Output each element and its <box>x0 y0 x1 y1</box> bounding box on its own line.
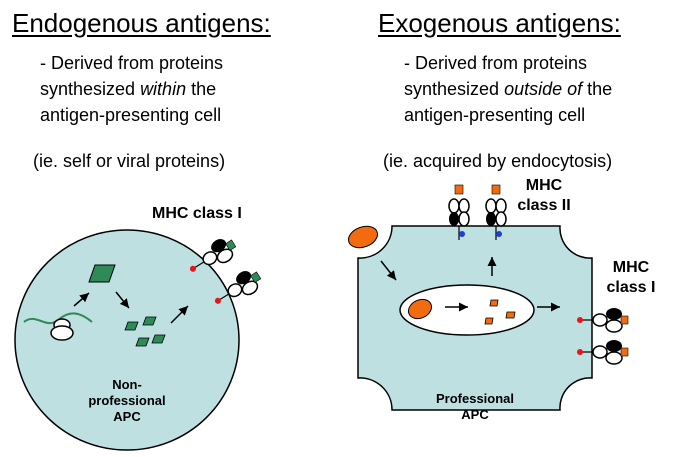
exogenous-description: - Derived from proteins synthesized outs… <box>404 50 612 128</box>
peptide-fragment <box>142 316 157 326</box>
exogenous-peptide <box>484 317 494 325</box>
professional-apc-label: Professional APC <box>435 391 515 422</box>
protein-shape <box>88 264 116 283</box>
endogenous-line-3: antigen-presenting cell <box>40 105 222 125</box>
exogenous-peptide <box>505 311 516 319</box>
exogenous-title: Exogenous antigens: <box>378 8 621 38</box>
exogenous-emphasis: outside of <box>504 79 583 99</box>
mhc-class-ii-molecule <box>448 184 470 240</box>
ribosome-large <box>50 325 74 341</box>
non-professional-apc-label: Non- professional APC <box>88 377 166 424</box>
exogenous-line-2: synthesized outside of the <box>404 79 613 99</box>
degradation-arrow <box>115 291 130 309</box>
endogenous-description: - Derived from proteins synthesized with… <box>40 50 223 128</box>
loading-arrow <box>170 305 189 324</box>
exogenous-line-3: antigen-presenting cell <box>404 105 586 125</box>
synthesis-arrow <box>73 292 90 307</box>
peptide-fragment <box>135 337 150 347</box>
peptide-fragment <box>151 334 166 344</box>
exogenous-antigen <box>347 225 379 249</box>
endocytosis-arrow <box>380 260 397 281</box>
mhc-class-i-molecule <box>189 235 237 273</box>
internalized-antigen <box>407 298 433 320</box>
endogenous-line-2: synthesized within the <box>40 79 217 99</box>
mhc-class-i-molecule <box>577 307 629 333</box>
mhc-class-i-label-left: MHC class I <box>152 205 242 222</box>
endogenous-emphasis: within <box>140 79 187 99</box>
mhc-class-ii-molecule <box>485 184 507 240</box>
exogenous-example: (ie. acquired by endocytosis) <box>383 151 613 171</box>
exogenous-line-1: - Derived from proteins <box>404 53 588 73</box>
endogenous-line-1: - Derived from proteins <box>40 53 224 73</box>
endogenous-example: (ie. self or viral proteins) <box>33 151 226 171</box>
mhc-class-i-molecule <box>577 339 629 365</box>
mhc-class-i-label-right: MHC class I <box>606 259 656 296</box>
mhc-class-ii-label: MHC class II <box>517 177 571 214</box>
mhc-class-i-molecule <box>214 267 262 305</box>
exogenous-peptide <box>489 299 499 307</box>
endogenous-title: Endogenous antigens: <box>12 8 271 38</box>
non-professional-apc-cell <box>14 229 240 451</box>
peptide-fragment <box>124 321 139 331</box>
